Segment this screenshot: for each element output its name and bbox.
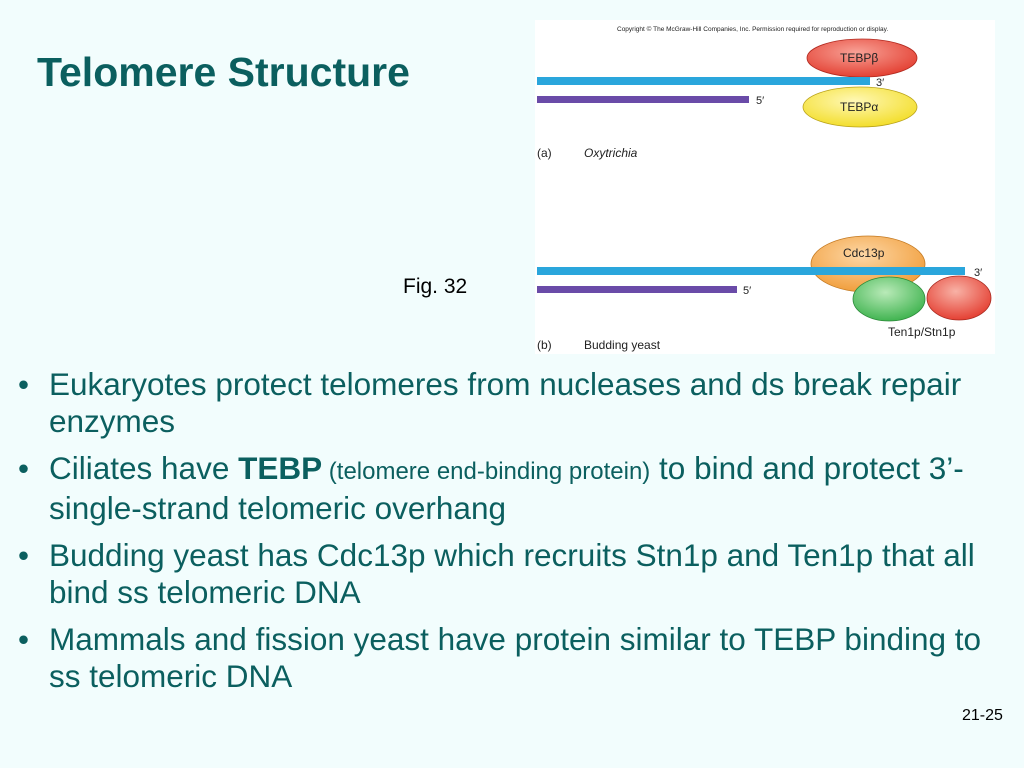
bullet-list: • Eukaryotes protect telomeres from nucl…: [16, 366, 1016, 705]
panel-a-bottom-strand: [537, 96, 749, 103]
bullet-marker: •: [18, 450, 30, 486]
figure-label: Fig. 32: [403, 275, 468, 298]
panel-b-3prime-label: 3′: [974, 267, 982, 279]
panel-b-top-strand: [537, 267, 965, 275]
bullet-item: • Ciliates have TEBP (telomere end-bindi…: [16, 450, 1016, 527]
telomere-figure: Copyright © The McGraw-Hill Companies, I…: [535, 20, 995, 354]
ten1p-protein: [852, 276, 926, 322]
bullet-text: Eukaryotes protect telomeres from nuclea…: [49, 366, 962, 439]
stn1p-protein: [926, 275, 992, 321]
tebp-alpha-label: TEBPα: [840, 100, 878, 114]
panel-b-organism: Budding yeast: [584, 338, 661, 352]
panel-a-3prime-label: 3′: [876, 77, 884, 89]
cdc13p-label: Cdc13p: [843, 246, 885, 260]
ten1p-stn1p-label: Ten1p/Stn1p: [888, 325, 956, 339]
bullet-item: • Mammals and fission yeast have protein…: [16, 621, 1016, 695]
tebp-beta-label: TEBPβ: [840, 51, 878, 65]
panel-a-5prime-label: 5′: [756, 95, 764, 107]
bullet-marker: •: [18, 366, 30, 402]
bullet-text: Mammals and fission yeast have protein s…: [49, 621, 982, 694]
panel-a-top-strand: [537, 77, 870, 85]
telomere-diagram: Copyright © The McGraw-Hill Companies, I…: [537, 25, 992, 352]
panel-b-5prime-label: 5′: [743, 285, 751, 297]
tebp-definition: (telomere end-binding protein): [322, 458, 651, 485]
slide-number: 21-25: [962, 707, 1003, 724]
bullet-marker: •: [18, 537, 30, 573]
panel-a-organism: Oxytrichia: [584, 146, 638, 160]
panel-b-letter: (b): [537, 338, 552, 352]
bullet-text: Budding yeast has Cdc13p which recruits …: [49, 537, 975, 610]
tebp-term: TEBP: [238, 450, 323, 486]
bullet-item: • Eukaryotes protect telomeres from nucl…: [16, 366, 1016, 440]
copyright-notice: Copyright © The McGraw-Hill Companies, I…: [617, 25, 888, 33]
panel-a-letter: (a): [537, 146, 552, 160]
bullet-item: • Budding yeast has Cdc13p which recruit…: [16, 537, 1016, 611]
bullet-text: to bind and protect 3’-single-strand tel…: [49, 450, 964, 526]
panel-b-bottom-strand: [537, 286, 737, 293]
bullet-text: Ciliates have: [49, 450, 239, 486]
slide-title: Telomere Structure: [37, 49, 410, 95]
bullet-marker: •: [18, 621, 30, 657]
tebp-alpha-protein: [802, 86, 918, 128]
